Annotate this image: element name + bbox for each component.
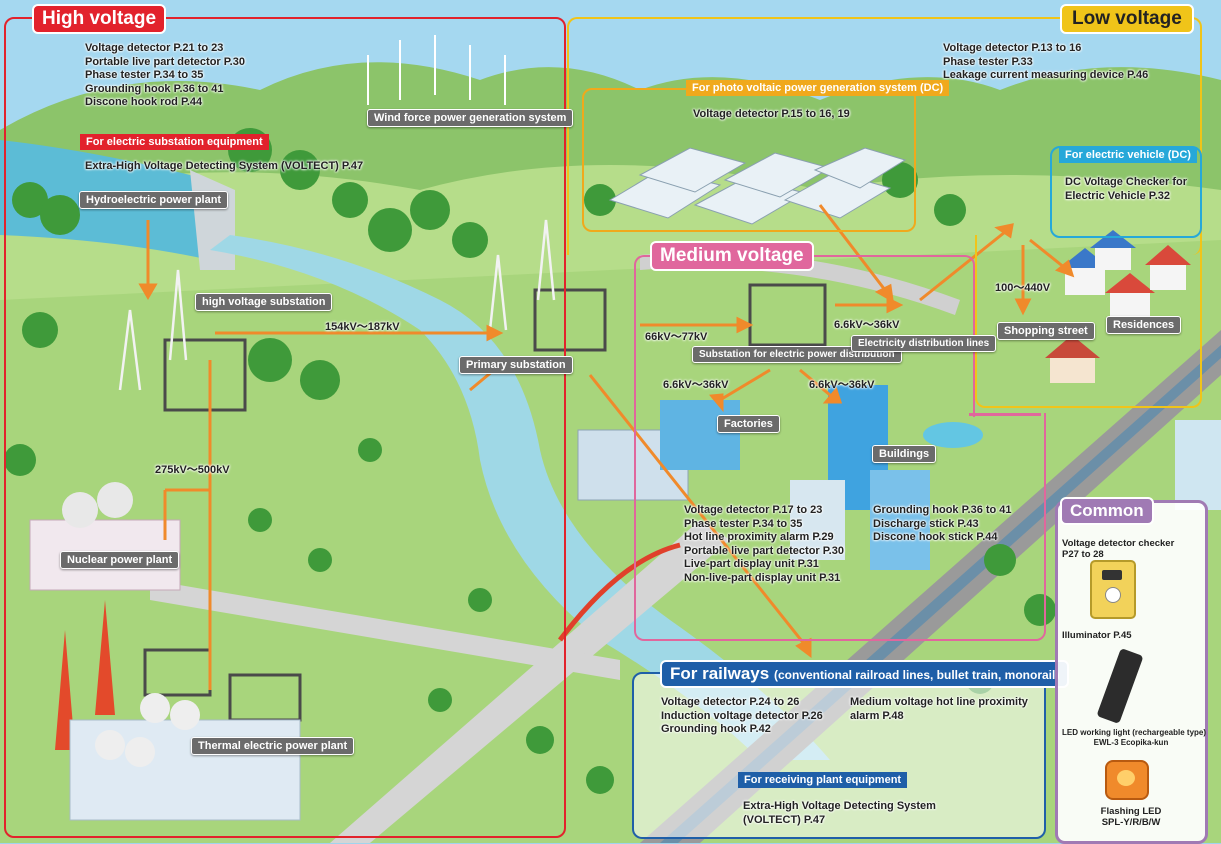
rw-item: Voltage detector P.24 to 26 — [661, 696, 800, 708]
buildings-tag: Buildings — [872, 445, 937, 463]
checker-label: Voltage detector checker P27 to 28 — [1062, 538, 1174, 560]
hydroelectric-plant-tag: Hydroelectric power plant — [79, 191, 229, 209]
flashing-line: SPL-Y/R/B/W — [1101, 817, 1161, 828]
hv-item: Discone hook rod P.44 — [85, 96, 203, 108]
flashing-led-device — [1105, 760, 1149, 800]
wind-power-tag: Wind force power generation system — [367, 109, 574, 127]
road-cross — [150, 580, 620, 680]
bridge — [558, 542, 681, 642]
pv-label: For photo voltaic power generation syste… — [686, 80, 950, 96]
rw-item: Medium voltage hot line proximity — [850, 696, 1028, 708]
houses — [1045, 230, 1191, 383]
ev-item: DC Voltage Checker for — [1065, 176, 1188, 188]
solar-panels — [608, 147, 907, 225]
substation-equipment-item: Extra-High Voltage Detecting System (VOL… — [85, 160, 364, 172]
thermal-plant-tag: Thermal electric power plant — [191, 737, 355, 755]
railways-title-main: For railways — [670, 664, 770, 683]
checker-display-icon — [1102, 570, 1122, 580]
residences-tag: Residences — [1106, 316, 1182, 334]
mv-item: Hot line proximity alarm P.29 — [684, 531, 834, 543]
mv-item: Non-live-part display unit P.31 — [684, 571, 841, 584]
mv-item: Portable live part detector P.30 — [684, 544, 844, 557]
flashing-led-lamp-icon — [1117, 770, 1135, 786]
nuclear-plant-tag: Nuclear power plant — [60, 551, 180, 569]
primary-substation-tag: Primary substation — [459, 356, 573, 374]
low-voltage-title: Low voltage — [1060, 4, 1194, 34]
hv-item: Voltage detector P.21 to 23 — [85, 42, 224, 54]
hv-item: Grounding hook P.36 to 41 — [85, 82, 224, 95]
mv-item: Live-part display unit P.31 — [684, 558, 819, 570]
voltage-6kv-right: 6.6kV～36kV — [809, 379, 875, 391]
voltage-66kv: 66kV～77kV — [645, 331, 708, 343]
medium-voltage-items-right: Grounding hook P.36 to 41 Discharge stic… — [873, 504, 1012, 545]
hv-item: Portable live part detector P.30 — [85, 55, 245, 68]
voltage-checker-device — [1090, 560, 1136, 619]
lv-item: Leakage current measuring device P.46 — [943, 69, 1149, 81]
high-voltage-items: Voltage detector P.21 to 23 Portable liv… — [85, 42, 245, 110]
pylons — [118, 219, 556, 391]
medium-voltage-title: Medium voltage — [650, 241, 814, 271]
checker-line: P27 to 28 — [1062, 549, 1104, 560]
shopping-street-tag: Shopping street — [997, 322, 1095, 340]
led-line: EWL-3 Ecopika-kun — [1093, 738, 1169, 747]
rw-item: alarm P.48 — [850, 709, 904, 722]
voltage-6kv-top: 6.6kV～36kV — [834, 319, 900, 331]
rp-item: (VOLTECT) P.47 — [743, 813, 826, 826]
voltage-6kv-left: 6.6kV～36kV — [663, 379, 729, 391]
checker-dial-icon — [1105, 587, 1121, 603]
mv-item: Grounding hook P.36 to 41 — [873, 504, 1012, 516]
rw-item: Induction voltage detector P.26 — [661, 709, 823, 722]
railways-items-right: Medium voltage hot line proximity alarm … — [850, 696, 1028, 723]
road-main — [330, 520, 730, 843]
low-voltage-items: Voltage detector P.13 to 16 Phase tester… — [943, 42, 1148, 83]
lv-item: Phase tester P.33 — [943, 55, 1033, 68]
buildings — [790, 385, 1221, 570]
distribution-lines-tag: Electricity distribution lines — [851, 335, 997, 352]
flashing-led-label: Flashing LED SPL-Y/R/B/W — [1062, 806, 1200, 828]
medium-voltage-frame-step — [969, 413, 1041, 416]
factories — [577, 400, 740, 501]
fountain — [923, 422, 983, 448]
flashing-line: Flashing LED — [1100, 806, 1162, 817]
trees — [4, 128, 1056, 794]
thermal-plant — [69, 693, 301, 821]
led-line: LED working light (rechargeable type) — [1062, 728, 1207, 737]
wind-turbines — [367, 35, 506, 105]
substation-equipment-label: For electric substation equipment — [80, 134, 269, 150]
led-light-label: LED working light (rechargeable type) EW… — [1062, 728, 1207, 748]
lv-item: Voltage detector P.13 to 16 — [943, 42, 1082, 54]
receiving-plant-items: Extra-High Voltage Detecting System (VOL… — [743, 800, 936, 827]
mv-item: Phase tester P.34 to 35 — [684, 517, 803, 530]
railways-title-sub: (conventional railroad lines, bullet tra… — [773, 668, 1060, 682]
ev-items: DC Voltage Checker for Electric Vehicle … — [1065, 176, 1187, 203]
distribution-substation-tag: Substation for electric power distributi… — [692, 346, 902, 363]
hv-item: Phase tester P.34 to 35 — [85, 69, 204, 81]
red-chimneys — [55, 600, 115, 750]
voltage-100v: 100～440V — [995, 282, 1051, 294]
common-title: Common — [1060, 497, 1154, 525]
checker-line: Voltage detector checker — [1062, 538, 1175, 549]
factories-tag: Factories — [717, 415, 780, 433]
mv-item: Discharge stick P.43 — [873, 517, 979, 530]
illuminator-label: Illuminator P.45 — [1062, 630, 1132, 641]
ev-item: Electric Vehicle P.32 — [1065, 189, 1170, 202]
high-voltage-title: High voltage — [32, 4, 167, 34]
railways-items-left: Voltage detector P.24 to 26 Induction vo… — [661, 696, 823, 737]
flow-arrows — [138, 204, 1075, 690]
rp-item: Extra-High Voltage Detecting System — [743, 800, 936, 812]
ev-label: For electric vehicle (DC) — [1059, 147, 1197, 163]
voltage-275kv: 275kV～500kV — [155, 464, 230, 476]
railways-title: For railways (conventional railroad line… — [660, 660, 1070, 688]
river — [210, 235, 830, 760]
mv-item: Voltage detector P.17 to 23 — [684, 504, 823, 516]
receiving-plant-label: For receiving plant equipment — [738, 772, 908, 788]
rw-item: Grounding hook P.42 — [661, 723, 771, 735]
medium-voltage-items-left: Voltage detector P.17 to 23 Phase tester… — [684, 504, 844, 585]
high-voltage-substation-tag: high voltage substation — [195, 293, 333, 311]
mv-item: Discone hook stick P.44 — [873, 531, 998, 543]
voltage-154kv: 154kV～187kV — [325, 321, 400, 333]
pv-item: Voltage detector P.15 to 16, 19 — [693, 108, 850, 120]
